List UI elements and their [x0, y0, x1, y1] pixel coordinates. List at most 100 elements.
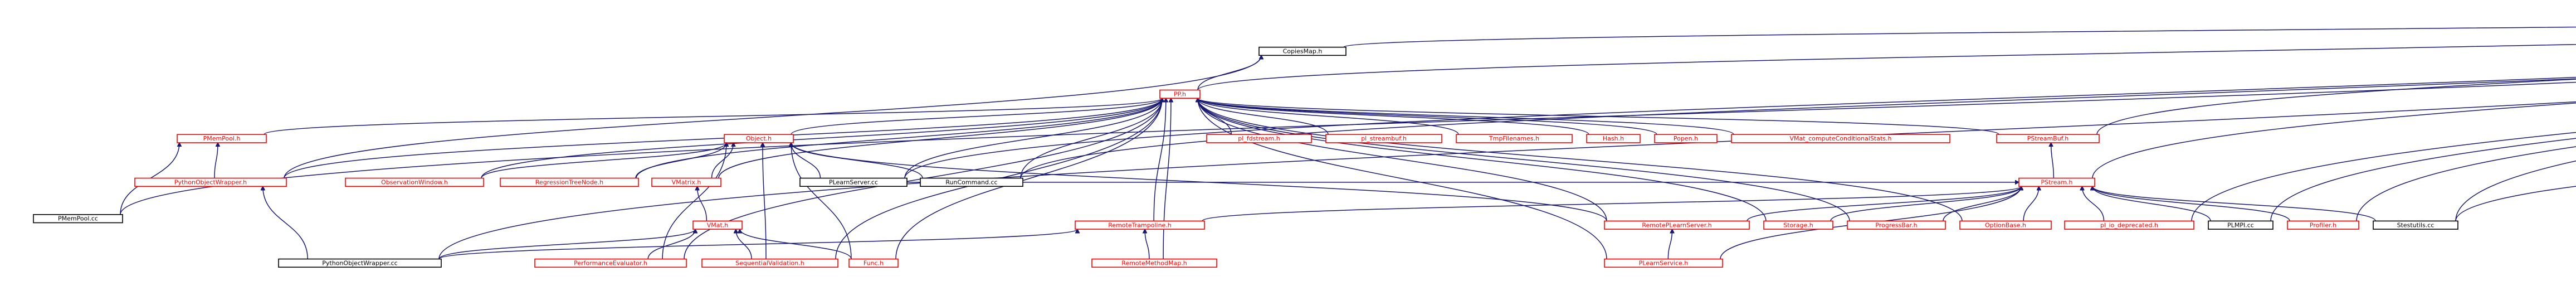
node-box	[534, 258, 687, 268]
node-box	[278, 258, 442, 268]
node-func-h[interactable]: Func.h	[848, 258, 899, 268]
edge-hash_h-to-pp_h	[1198, 98, 1589, 135]
dependency-edges	[120, 26, 2576, 260]
node-profiler-h[interactable]: Profiler.h	[2287, 220, 2359, 230]
edge-sequentialvalidation_h-to-object_h	[763, 143, 767, 259]
dependency-edge	[1198, 98, 1589, 135]
node-box	[1586, 134, 1641, 143]
dependency-edge	[2082, 186, 2105, 221]
node-performanceevaluator-h[interactable]: PerformanceEvaluator.h	[534, 258, 687, 268]
node-label: PythonObjectWrapper.cc	[322, 259, 397, 267]
node-label: PMemPool.cc	[58, 215, 98, 222]
node-box	[1206, 134, 1312, 143]
dependency-edge	[635, 143, 726, 178]
dependency-edge	[1343, 26, 2576, 48]
node-box	[33, 214, 123, 224]
edge-optionbase_h-to-pp_h	[1198, 98, 1963, 221]
node-vmatrix-h[interactable]: VMatrix.h	[651, 177, 721, 187]
edge-performanceevaluator_h-to-vmat_h	[647, 229, 695, 259]
edge-remoteplearnserver_h-to-pstream_h	[1746, 186, 2021, 221]
file-nodes: plerror.hDoublyLinkedList.hplerror.ccass…	[33, 46, 2458, 268]
node-progressbar-h[interactable]: ProgressBar.h	[1847, 220, 1946, 230]
node-box	[2287, 220, 2359, 230]
dependency-edge	[263, 186, 308, 259]
node-popen-h[interactable]: Popen.h	[1654, 134, 1718, 143]
node-storage-h[interactable]: Storage.h	[1763, 220, 1833, 230]
node-label: pl_streambuf.h	[1361, 135, 1407, 142]
node-box	[651, 177, 721, 187]
node-label: PP.h	[1174, 90, 1186, 98]
edge-pl_io_deprecated_h-to-plerror_h	[2191, 132, 2576, 221]
edge-plearnservice_h-to-pp_h	[1198, 98, 1607, 259]
node-pstream-h[interactable]: PStream.h	[2018, 177, 2095, 187]
dependency-edge	[1746, 186, 2021, 221]
node-label: TmpFilenames.h	[1489, 135, 1539, 142]
node-label: Stestutils.cc	[2397, 221, 2434, 229]
dependency-edge	[2092, 102, 2576, 178]
node-box	[2018, 177, 2095, 187]
dependency-edge	[904, 98, 1162, 178]
edge-tmpfilenames_h-to-pp_h	[1198, 98, 1459, 135]
edge-pstreambuf_h-to-plerror_h	[2096, 79, 2576, 135]
node-tmpfilenames-h[interactable]: TmpFilenames.h	[1456, 134, 1573, 143]
node-box	[1325, 134, 1442, 143]
edge-profiler_h-to-plerror_h	[2356, 146, 2576, 221]
edge-pp_h-to-copiesmap_h	[1197, 55, 1261, 90]
node-pl-streambuf-h[interactable]: pl_streambuf.h	[1325, 134, 1442, 143]
node-label: ObservationWindow.h	[381, 178, 448, 186]
node-optionbase-h[interactable]: OptionBase.h	[1959, 220, 2052, 230]
node-pmempool-h[interactable]: PMemPool.h	[177, 134, 267, 143]
node-remotemethodmap-h[interactable]: RemoteMethodMap.h	[1091, 258, 1217, 268]
node-box	[1731, 134, 1950, 143]
edge-vmatrix_h-to-pp_h	[718, 98, 1162, 178]
dependency-edge	[2096, 79, 2576, 135]
node-label: PLearnServer.cc	[829, 178, 878, 186]
node-pythonobjectwrapper-h[interactable]: PythonObjectWrapper.h	[134, 177, 287, 187]
node-vmat-ccs-h[interactable]: VMat_computeConditionalStats.h	[1731, 134, 1950, 143]
dependency-edge	[2356, 146, 2576, 221]
node-box	[920, 177, 1023, 187]
node-box	[799, 177, 908, 187]
node-pl-fdstream-h[interactable]: pl_fdstream.h	[1206, 134, 1312, 143]
edge-remoteplearnserver_h-to-pp_h	[1198, 98, 1607, 221]
node-pp-h[interactable]: PP.h	[1159, 89, 1201, 99]
node-plearnservice-h[interactable]: PLearnService.h	[1604, 258, 1723, 268]
node-label: RegressionTreeNode.h	[535, 178, 603, 186]
node-label: Popen.h	[1674, 135, 1698, 142]
dependency-edge	[214, 143, 218, 178]
node-box	[848, 258, 899, 268]
node-remotetrampoline-h[interactable]: RemoteTrampoline.h	[1075, 220, 1205, 230]
node-pl-io-deprecated-h[interactable]: pl_io_deprecated.h	[2064, 220, 2194, 230]
node-remoteplearnserver-h[interactable]: RemotePLearnServer.h	[1604, 220, 1750, 230]
node-box	[1996, 134, 2100, 143]
node-regressiontreenode-h[interactable]: RegressionTreeNode.h	[500, 177, 639, 187]
dependency-edge	[711, 143, 734, 178]
node-vmat-h[interactable]: VMat.h	[692, 220, 743, 230]
node-pythonobjectwrapper-cc: PythonObjectWrapper.cc	[278, 258, 442, 268]
node-pstreambuf-h[interactable]: PStreamBuf.h	[1996, 134, 2100, 143]
dependency-edge	[284, 55, 1261, 178]
node-label: Hash.h	[1603, 135, 1624, 142]
node-label: OptionBase.h	[1985, 221, 2026, 229]
edge-plearnservice_h-to-remoteplearnserver_h	[1667, 229, 1672, 259]
edge-func_h-to-vmat_h	[740, 229, 852, 259]
dependency-edge	[2191, 132, 2576, 221]
node-hash-h[interactable]: Hash.h	[1586, 134, 1641, 143]
edge-remotemethodmap_h-to-pp_h	[1163, 98, 1171, 259]
dependency-edge	[1197, 55, 1261, 90]
node-observationwindow-h[interactable]: ObservationWindow.h	[345, 177, 484, 187]
dependency-edge	[1198, 98, 1657, 135]
node-object-h[interactable]: Object.h	[724, 134, 794, 143]
edge-regressiontreenode_h-to-object_h	[635, 143, 726, 178]
dependency-edge	[1145, 229, 1150, 259]
node-box	[1456, 134, 1573, 143]
edge-plearnserver_cc-to-object_h	[791, 143, 821, 178]
dependency-edge	[438, 229, 695, 259]
node-sequentialvalidation-h[interactable]: SequentialValidation.h	[701, 258, 838, 268]
edge-pythonobjectwrapper_cc-to-remotetrampoline_h	[438, 229, 1077, 260]
dependency-edge	[2092, 186, 2211, 221]
node-stestutils-cc: Stestutils.cc	[2373, 220, 2458, 230]
edge-vmatrix_h-to-object_h	[711, 143, 734, 178]
node-box	[692, 220, 743, 230]
